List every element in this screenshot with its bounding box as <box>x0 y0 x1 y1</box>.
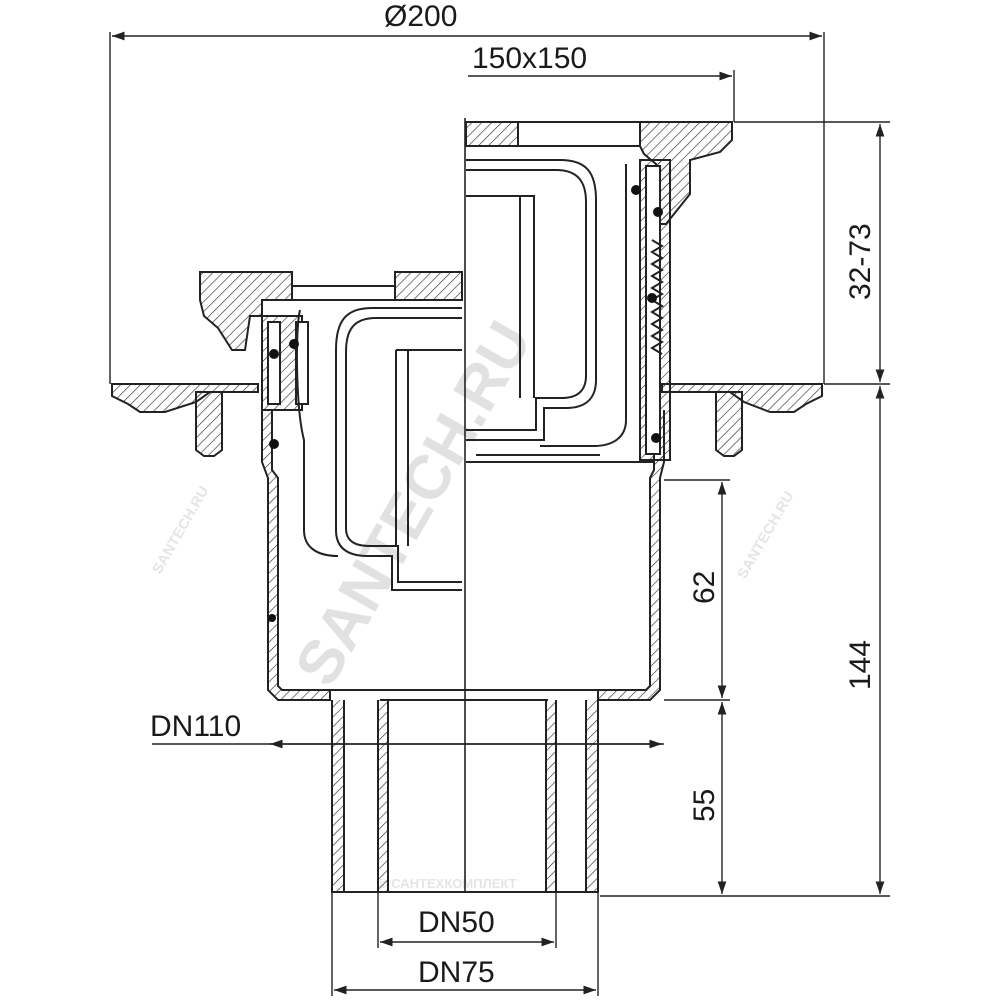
watermark-main: SANTECH.RU <box>282 311 545 697</box>
clamp-pin-right <box>715 391 743 457</box>
trap-left-lower <box>295 309 339 557</box>
label-height-range: 32-73 <box>844 223 877 300</box>
body-wall-left <box>261 410 331 701</box>
label-body-height: 62 <box>688 571 721 604</box>
label-outer-outlet-dn: DN75 <box>418 956 495 989</box>
label-grate-size: 150x150 <box>472 42 587 75</box>
outlet-pipe-right <box>585 700 599 893</box>
trap-right-bell <box>540 164 627 447</box>
trap-right-outer <box>466 159 597 441</box>
watermark-bottom: © САНТЕХКОМПЛЕКТ <box>378 876 517 891</box>
clamp-pin-left <box>195 391 223 457</box>
threads <box>650 239 664 355</box>
lower-frame-left <box>199 271 293 351</box>
trap-left-outer <box>335 307 462 591</box>
label-inner-outlet-dn: DN50 <box>418 906 495 939</box>
watermark-left: SANTECH.RU <box>149 483 213 577</box>
dimension-lines <box>109 31 890 996</box>
label-body-dn: DN110 <box>150 710 241 743</box>
dimension-labels: Ø200 150x150 32-73 144 62 55 DN110 DN50 … <box>150 0 877 989</box>
top-frame-left <box>465 121 519 147</box>
inner-pipe-left <box>377 700 389 893</box>
lower-frame-right <box>394 271 463 301</box>
outlet-pipe-left <box>331 700 345 893</box>
label-diameter-top: Ø200 <box>384 0 457 33</box>
label-outlet-length: 55 <box>688 789 721 822</box>
flange-left <box>111 383 259 413</box>
trap-left-tube <box>395 349 462 546</box>
label-total-height: 144 <box>844 640 877 690</box>
watermark-right: SANTECH.RU <box>734 488 798 582</box>
trap-left-inner <box>345 317 462 583</box>
inner-pipe-right <box>545 700 557 893</box>
drain-body <box>111 118 823 893</box>
seal-balls <box>268 185 663 622</box>
trap-right-tube <box>466 195 535 398</box>
trap-right-inner <box>466 169 587 431</box>
